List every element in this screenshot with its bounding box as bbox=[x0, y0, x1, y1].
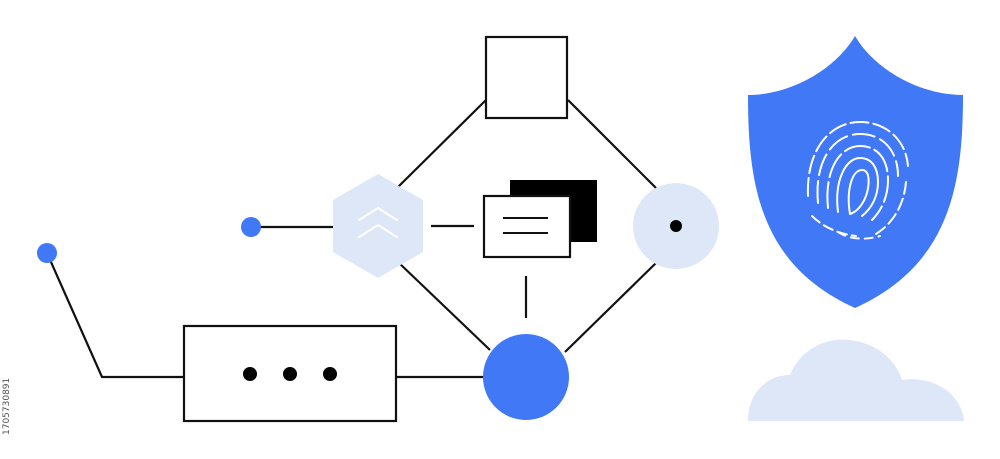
edge-top-to-right bbox=[567, 99, 657, 189]
cloud-icon bbox=[748, 339, 964, 421]
middle-endpoint-dot bbox=[241, 217, 261, 237]
edge-right-to-bottom bbox=[564, 261, 658, 353]
edge-leftdot-to-box bbox=[45, 252, 184, 379]
top-square-node bbox=[484, 35, 569, 120]
edge-top-to-hexagon bbox=[397, 99, 487, 188]
left-endpoint-dot bbox=[37, 243, 57, 263]
edge-hexagon-to-bottom bbox=[397, 261, 491, 351]
document-stack-icon bbox=[482, 180, 597, 259]
bottom-circle-node bbox=[483, 334, 569, 420]
connector-lines bbox=[45, 99, 658, 379]
double-chevron-up-icon bbox=[357, 206, 399, 239]
ellipsis-icon bbox=[243, 367, 337, 381]
right-circle-center-dot bbox=[670, 220, 682, 232]
fingerprint-icon bbox=[806, 120, 909, 240]
stock-image-id: 1705730891 bbox=[2, 377, 12, 435]
